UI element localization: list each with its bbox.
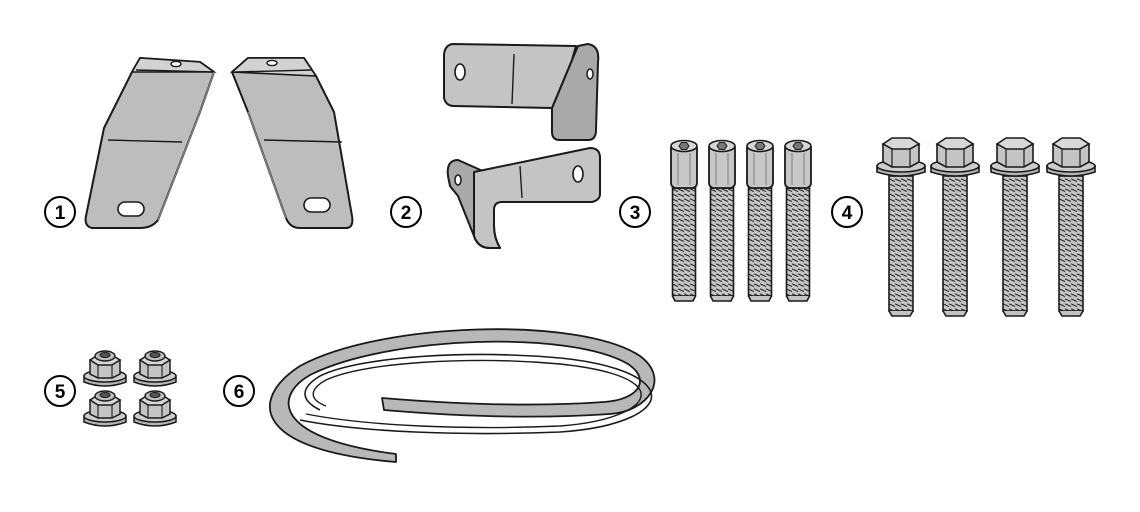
socket-bolt-1 [670, 139, 698, 302]
callout-number: 5 [55, 382, 66, 403]
flange-lock-nut-icon [83, 350, 177, 427]
socket-bolt-4 [784, 139, 812, 302]
lock-nut-3 [83, 390, 127, 427]
socket-head-bolt-icon [670, 139, 812, 302]
callout-circle [619, 196, 651, 228]
callout-labels: 1 2 3 4 5 6 [44, 196, 863, 407]
l-bracket-top [443, 43, 600, 141]
hex-bolt-1 [876, 137, 926, 317]
callout-circle [390, 196, 422, 228]
lock-nut-2 [133, 350, 177, 387]
l-bracket-bottom [446, 147, 601, 249]
callout-5: 5 [44, 375, 76, 407]
angled-bracket-right [229, 57, 354, 229]
callout-number: 4 [842, 203, 853, 224]
l-bracket-pair-icon [443, 43, 601, 249]
callout-4: 4 [831, 196, 863, 228]
callout-number: 3 [630, 203, 641, 224]
callout-3: 3 [619, 196, 651, 228]
callout-number: 2 [401, 203, 412, 224]
socket-bolt-2 [708, 139, 736, 302]
angled-bracket-pair-icon [84, 57, 354, 229]
callout-2: 2 [390, 196, 422, 228]
callout-circle [223, 375, 255, 407]
lock-nut-4 [133, 390, 177, 427]
hex-bolt-4 [1046, 137, 1096, 317]
callout-circle [44, 196, 76, 228]
callout-number: 1 [55, 203, 66, 224]
callout-number: 6 [234, 382, 245, 403]
callout-circle [831, 196, 863, 228]
callout-6: 6 [223, 375, 255, 407]
flange-hex-bolt-icon [876, 137, 1096, 317]
callout-circle [44, 375, 76, 407]
angled-bracket-left [84, 57, 217, 229]
adhesive-strip-icon [269, 328, 656, 463]
hex-bolt-3 [990, 137, 1040, 317]
lock-nut-1 [83, 350, 127, 387]
hex-bolt-2 [930, 137, 980, 317]
callout-1: 1 [44, 196, 76, 228]
socket-bolt-3 [746, 139, 774, 302]
